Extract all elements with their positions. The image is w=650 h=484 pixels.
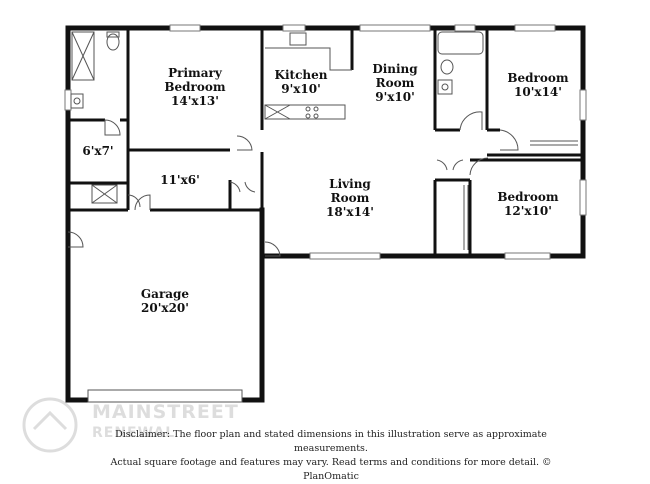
watermark-logo: MAINSTREET RENEWAL <box>20 395 260 455</box>
room-label-living-room: Living Room 18'x14' <box>310 177 390 219</box>
room-label-bedroom-1: Bedroom 10'x14' <box>498 71 578 99</box>
doors <box>67 111 519 257</box>
disclaimer-line-1: Disclaimer: The floor plan and stated di… <box>115 429 547 454</box>
room-label-garage: Garage 20'x20' <box>125 287 205 315</box>
room-name: Room <box>330 191 370 205</box>
room-dimensions: 9'x10' <box>375 90 415 104</box>
shower-icon <box>71 31 95 81</box>
washer-icon <box>91 184 118 204</box>
room-dimensions: 6'x7' <box>82 144 114 158</box>
stove-icon <box>305 106 311 112</box>
room-dimensions: 20'x20' <box>141 301 189 315</box>
watermark-house-icon <box>22 397 78 453</box>
room-name: Garage <box>140 287 190 301</box>
fixtures <box>70 31 578 250</box>
room-dimensions: 10'x14' <box>514 85 562 99</box>
disclaimer: Disclaimer: The floor plan and stated di… <box>96 428 566 484</box>
watermark-subtext: RENEWAL <box>92 425 176 441</box>
room-name: Primary <box>168 66 222 80</box>
room-name: Bedroom <box>164 80 226 94</box>
room-dimensions: 11'x6' <box>160 173 200 187</box>
watermark-text: MAINSTREET <box>92 401 239 423</box>
room-name: Bedroom <box>507 71 569 85</box>
room-dimensions: 14'x13' <box>171 94 219 108</box>
sink-icon <box>70 93 84 109</box>
room-label-hall: 11'x6' <box>155 173 205 187</box>
interior-walls <box>68 28 583 256</box>
room-label-primary-bedroom: Primary Bedroom 14'x13' <box>155 66 235 108</box>
room-label-closet: 6'x7' <box>76 144 120 158</box>
room-label-bedroom-2: Bedroom 12'x10' <box>488 190 568 218</box>
room-label-kitchen: Kitchen 9'x10' <box>266 68 336 96</box>
room-dimensions: 18'x14' <box>326 205 374 219</box>
toilet-icon <box>106 33 120 51</box>
room-name: Bedroom <box>497 190 559 204</box>
room-dimensions: 9'x10' <box>281 82 321 96</box>
room-name: Room <box>375 76 415 90</box>
room-dimensions: 12'x10' <box>504 204 552 218</box>
room-label-dining-room: Dining Room 9'x10' <box>360 62 430 104</box>
bathtub-icon <box>437 31 484 55</box>
room-name: Living <box>329 177 371 191</box>
room-name: Kitchen <box>274 68 328 82</box>
floor-plan <box>64 24 587 403</box>
kitchen-sink-icon <box>289 32 307 46</box>
room-name: Dining <box>372 62 418 76</box>
disclaimer-line-2: Actual square footage and features may v… <box>110 457 552 482</box>
